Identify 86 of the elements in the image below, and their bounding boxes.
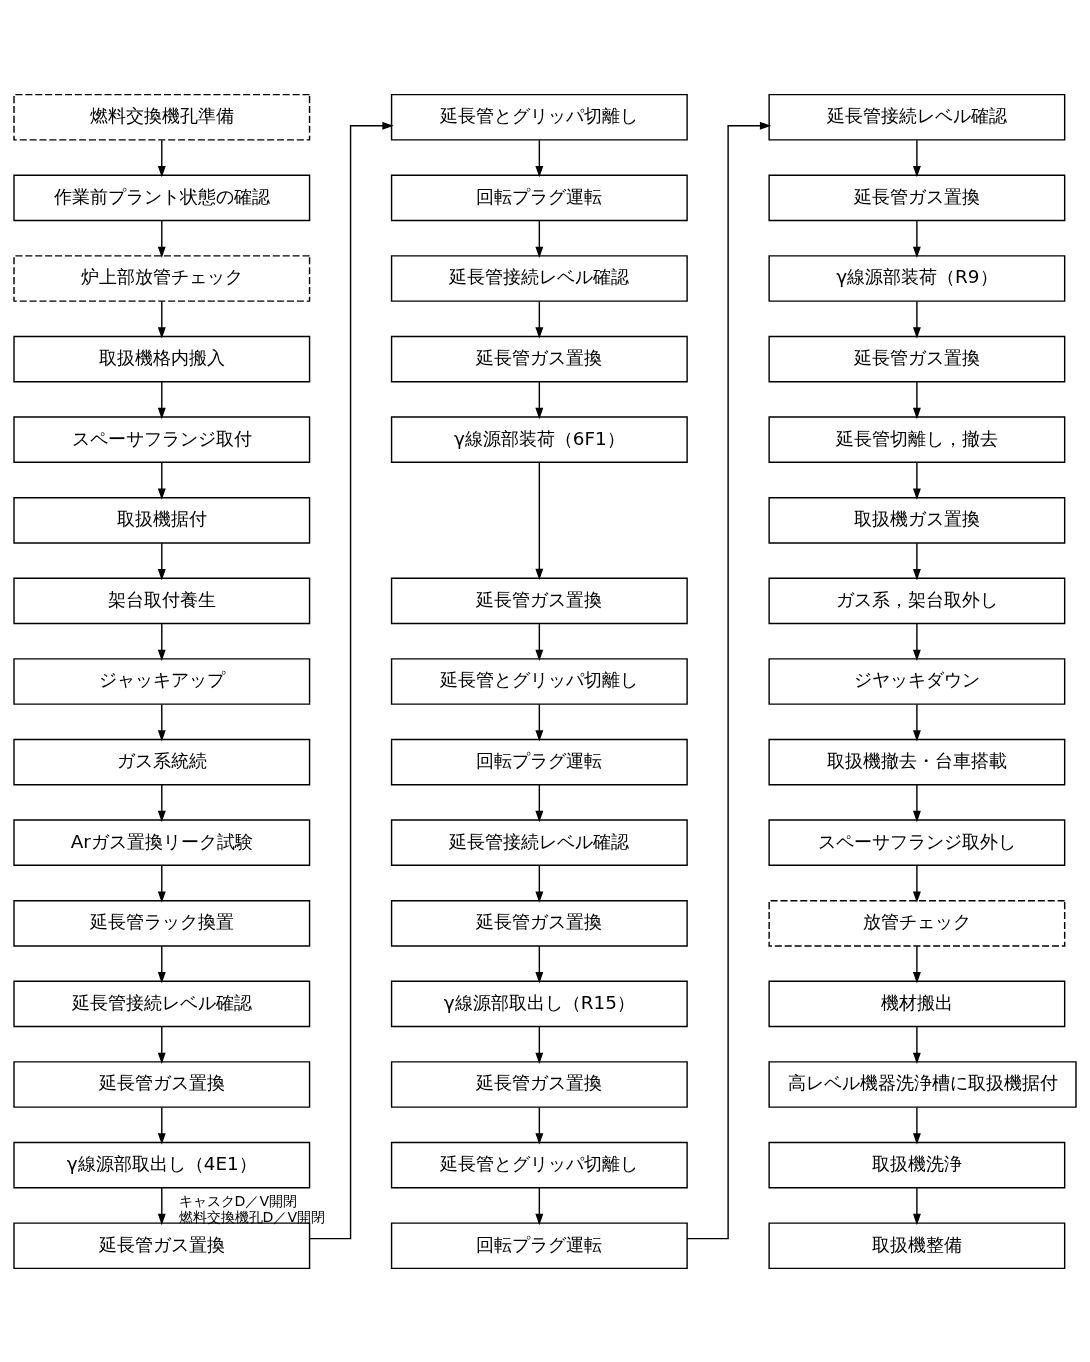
arrow [535,864,544,903]
arrow [912,622,921,661]
node-box: γ線源部取出し（R15） [390,980,688,1027]
node-box: 架台取付養生 [13,577,311,624]
arrow [912,461,921,500]
arrow [157,461,166,500]
arrow [535,945,544,983]
node-box: 延長管とグリッパ切離し [390,657,688,705]
node-box: 延長管ガス置換 [768,335,1066,382]
arrow [157,945,166,983]
arrow [157,380,166,419]
arrow [157,541,166,580]
arrow [912,380,921,419]
arrow [157,300,166,339]
arrow [686,121,772,1239]
node-box: 回転プラグ運転 [390,738,688,785]
arrow [535,783,544,822]
arrow [535,461,544,580]
node-box: 取扱機撤去・台車搭載 [768,738,1066,785]
arrow [912,219,921,258]
node-box: スペーサフランジ取外し [768,818,1066,866]
arrow [157,219,166,258]
arrow [535,300,544,339]
node-box: 作業前プラント状態の確認 [13,174,311,221]
node-box: 延長管接続レベル確認 [390,254,688,302]
arrow [912,1106,921,1145]
node-box: γ線源部装荷（6F1） [390,415,688,463]
arrow [912,300,921,339]
node-box: 延長管ガス置換 [390,1060,688,1108]
node-box: 回転プラグ運転 [390,174,688,221]
node-box: ジヤッキダウン [768,657,1066,705]
arrow [912,541,921,580]
node-box: ガス系，架台取外し [768,577,1066,624]
arrow [157,622,166,661]
arrow [157,783,166,822]
arrow [157,1025,166,1064]
node-box: 延長管ガス置換 [390,335,688,382]
arrow [157,138,166,177]
node-box: 延長管接続レベル確認 [390,818,688,866]
arrow [912,138,921,177]
node-box: 延長管切離し，撤去 [768,415,1066,463]
node-box: 放管チェック [768,899,1066,947]
arrow [157,703,166,742]
arrow [157,1106,166,1145]
node-box: 延長管接続レベル確認 [13,980,311,1027]
arrow [535,138,544,177]
node-box: 回転プラグ運転 [390,1221,688,1269]
node-box: 延長管ラック換置 [13,899,311,947]
node-box: 延長管ガス置換 [13,1060,311,1108]
node-box: 延長管ガス置換 [768,174,1066,221]
arrow [308,121,394,1239]
arrow [535,219,544,258]
node-box: 取扱機ガス置換 [768,496,1066,544]
arrow [535,1025,544,1064]
node-box: Arガス置換リーク試験 [13,818,311,866]
node-box: 取扱機整備 [768,1221,1066,1269]
arrow [535,1106,544,1145]
node-box: スペーサフランジ取付 [13,415,311,463]
arrow [535,622,544,661]
node-box: 延長管とグリッパ切離し [390,93,688,141]
node-box: 機材搬出 [768,980,1066,1027]
node-box: 延長管ガス置換 [390,577,688,624]
node-box: 取扱機洗浄 [768,1141,1066,1188]
arrow [535,380,544,419]
node-box: γ線源部装荷（R9） [768,254,1066,302]
arrow [535,1186,544,1225]
arrow [912,703,921,742]
arrow [912,1186,921,1225]
arrow [912,783,921,822]
arrow [535,703,544,742]
arrow [157,1186,166,1225]
node-box: 延長管とグリッパ切離し [390,1141,688,1188]
node-box: 延長管接続レベル確認 [768,93,1066,141]
node-box: 取扱機据付 [13,496,311,544]
arrow [912,864,921,903]
node-box: 延長管ガス置換 [390,899,688,947]
node-box: 炉上部放管チェック [13,254,311,302]
node-box: ガス系統続 [13,738,311,785]
arrow [912,945,921,983]
arrow [157,864,166,903]
node-box: 取扱機格内搬入 [13,335,311,382]
arrow [912,1025,921,1064]
node-box: 燃料交換機孔準備 [13,93,311,141]
node-box: γ線源部取出し（4E1） [13,1141,311,1188]
node-box: ジャッキアップ [13,657,311,705]
node-box: 高レベル機器洗浄槽に取扱機据付 [768,1060,1077,1108]
